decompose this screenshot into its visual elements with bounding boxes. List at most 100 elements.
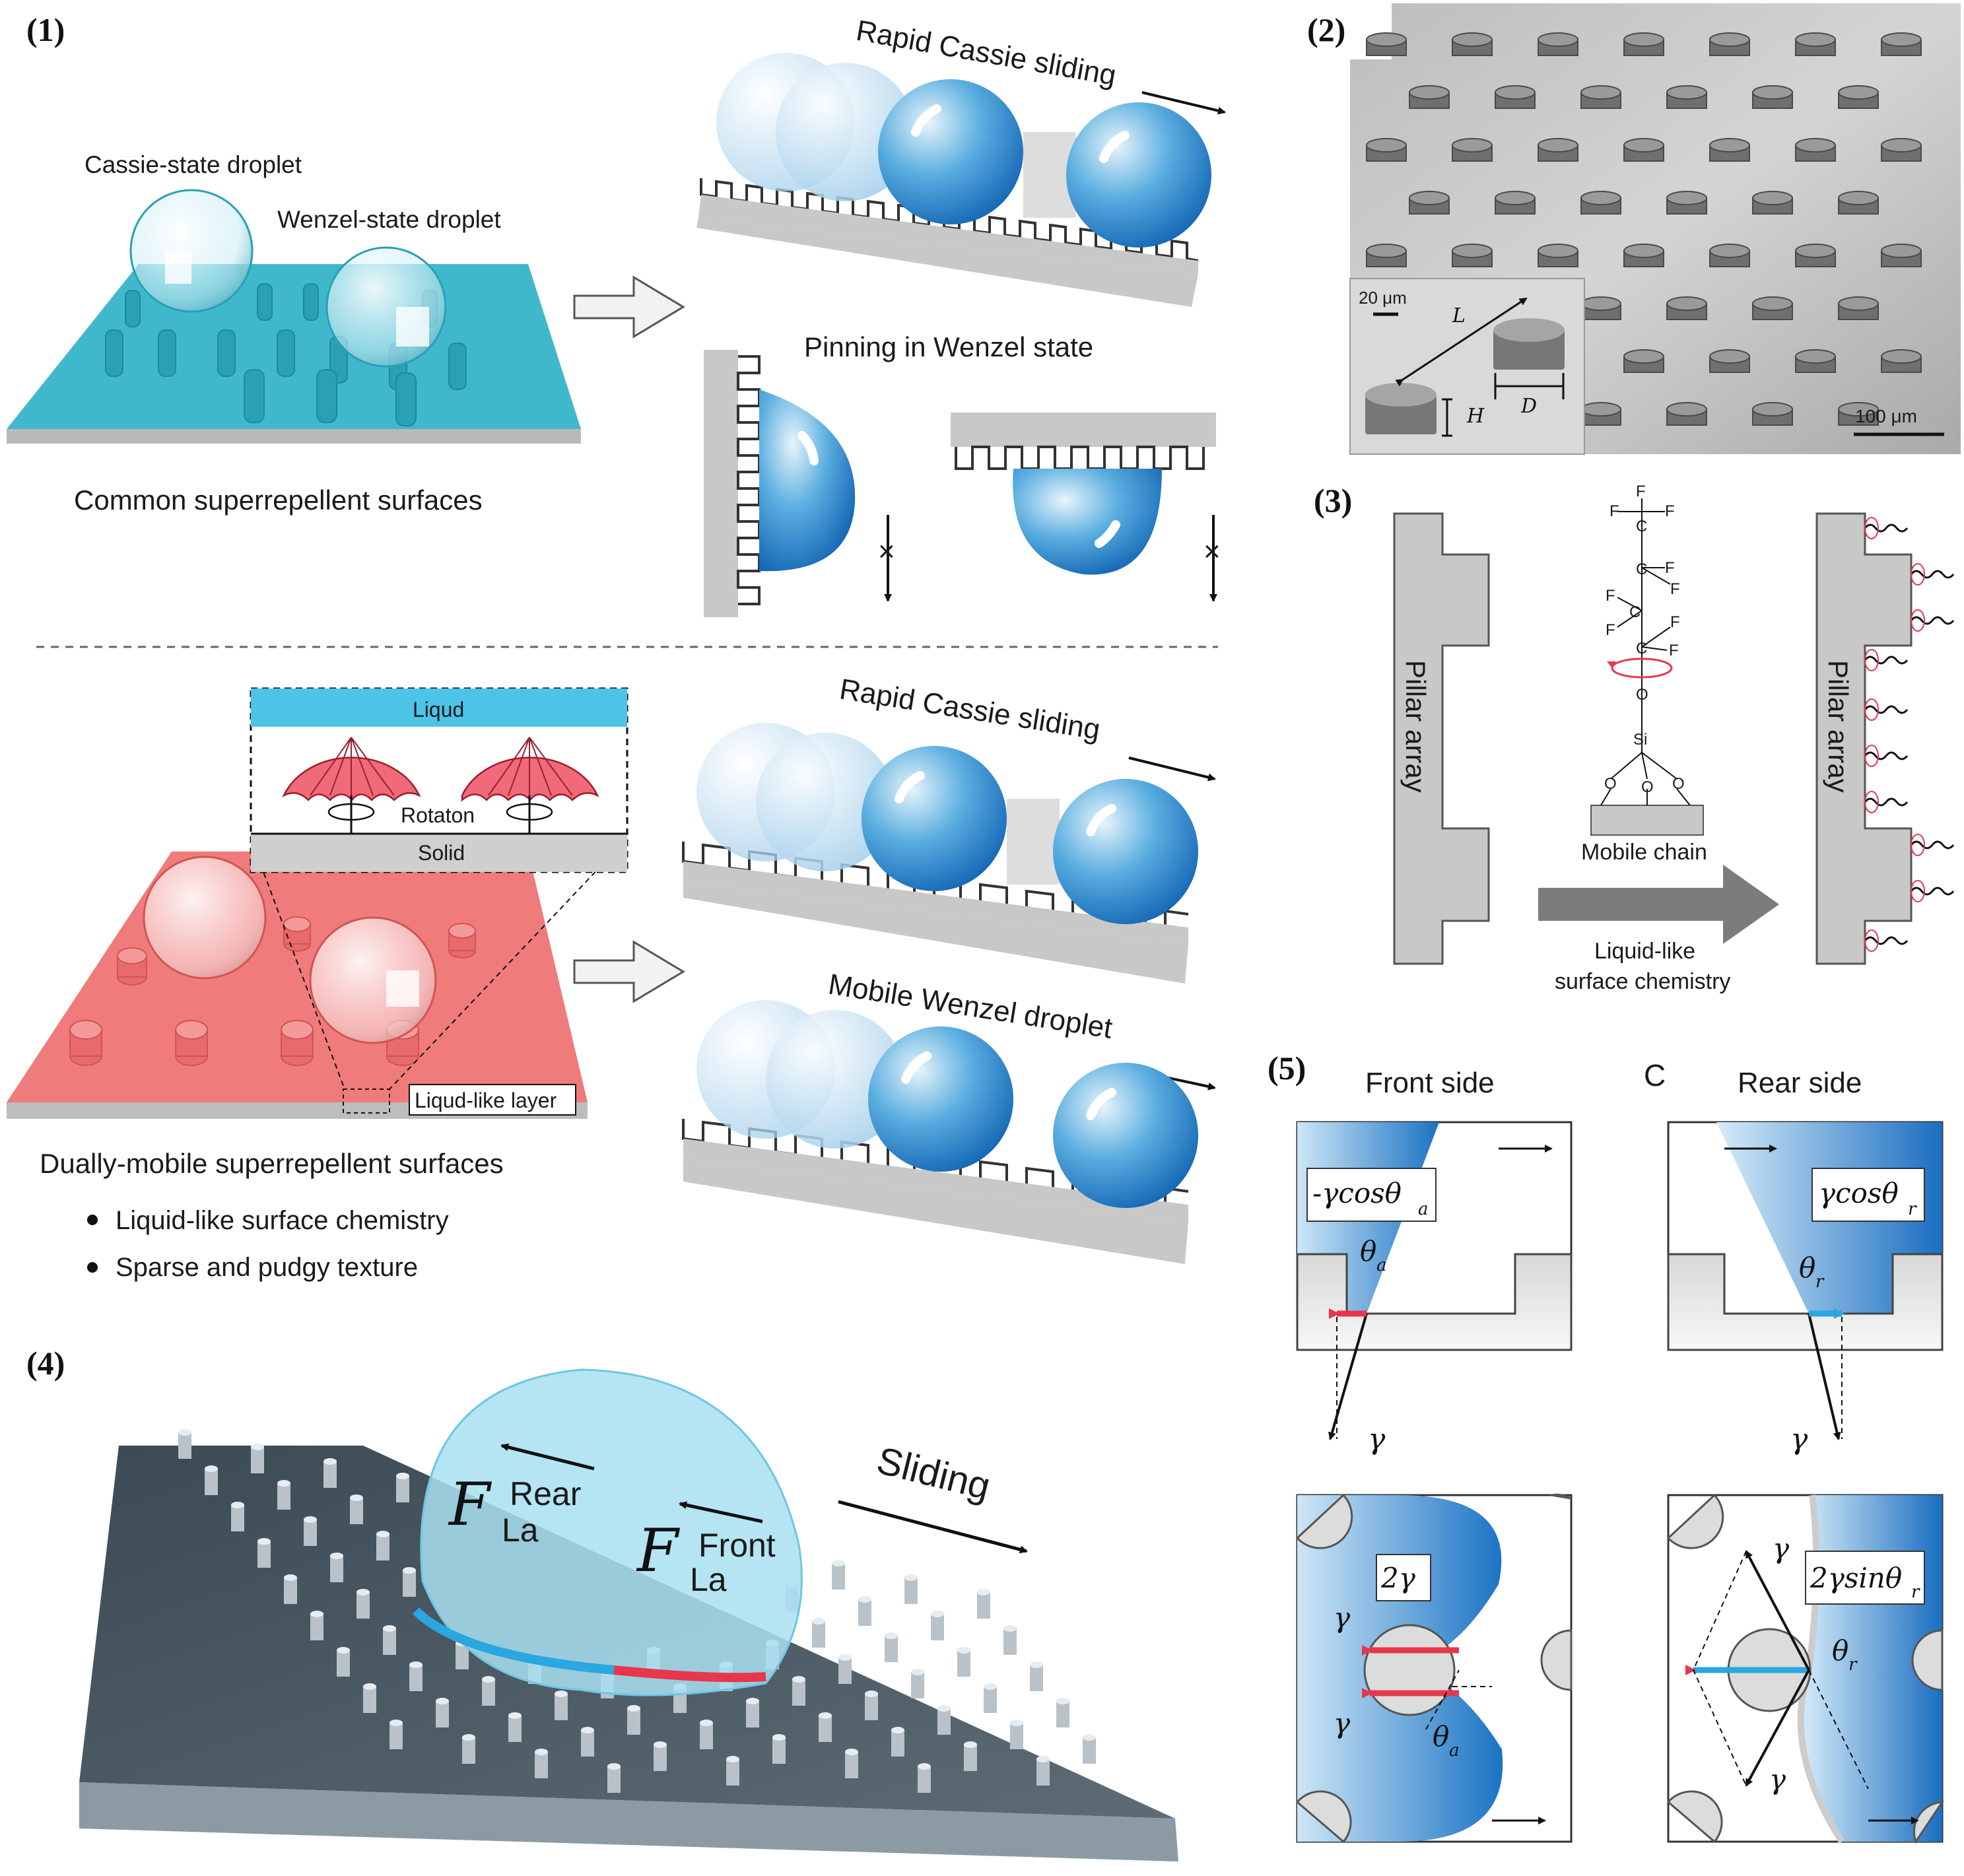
sem-pillar bbox=[1752, 402, 1793, 426]
surface-pillar bbox=[627, 1705, 640, 1735]
sem-pillar bbox=[1623, 349, 1664, 373]
front-side-cell-bottom bbox=[1295, 1493, 1573, 1844]
surface-pillar bbox=[1030, 1661, 1043, 1691]
sliding-substrate-bottom bbox=[682, 1000, 1198, 1264]
rear-force-sub: La bbox=[502, 1512, 539, 1549]
theta-a-bottom: θ bbox=[1433, 1720, 1449, 1753]
surface-pillar bbox=[845, 1749, 858, 1778]
molecule-structure bbox=[1590, 498, 1704, 836]
surface-pillar bbox=[403, 1567, 416, 1597]
surface-pillar bbox=[383, 1625, 396, 1655]
surface-pillar bbox=[535, 1749, 548, 1778]
sem-pillar bbox=[1580, 191, 1621, 215]
pillar-array-right bbox=[1815, 512, 1955, 965]
rotation-ring bbox=[1864, 517, 1879, 539]
sem-pillar bbox=[1409, 85, 1450, 109]
atom-C-1: C bbox=[1636, 518, 1647, 535]
gamma-lower: γ bbox=[1334, 1707, 1351, 1739]
sem-pillar bbox=[1795, 138, 1836, 162]
sem-pillar bbox=[1409, 191, 1450, 215]
rotation-ring bbox=[1864, 745, 1879, 767]
surface-pillar bbox=[508, 1712, 522, 1742]
sem-pillar bbox=[1580, 402, 1621, 426]
atom-F-2: F bbox=[1609, 502, 1619, 520]
rear-side-title: Rear side bbox=[1738, 1067, 1862, 1099]
pinned-x-mark-left: × bbox=[878, 535, 895, 568]
inset-solid-label: Solid bbox=[418, 841, 465, 865]
dim-L-label: L bbox=[1452, 304, 1466, 327]
transition-arrow-top bbox=[573, 275, 685, 339]
sem-pillar bbox=[1623, 32, 1664, 56]
dual-surface-caption: Dually-mobile superrepellent surfaces bbox=[40, 1148, 504, 1179]
sem-pillar bbox=[1452, 244, 1493, 267]
sem-pillar bbox=[1881, 138, 1922, 162]
theta-a-bottom-sub: a bbox=[1449, 1741, 1460, 1760]
panel-2-label: (2) bbox=[1307, 11, 1345, 48]
sem-pillar bbox=[1366, 32, 1407, 56]
sem-pillar bbox=[1795, 244, 1836, 267]
surface-pillar bbox=[858, 1596, 871, 1626]
surface-pillar bbox=[376, 1531, 389, 1560]
mobile-chain bbox=[1864, 936, 1909, 945]
mobile-chain-label: Mobile chain bbox=[1581, 840, 1707, 865]
surface-pillar bbox=[1083, 1734, 1096, 1764]
atom-O-3: O bbox=[1641, 778, 1654, 796]
surface-pillar bbox=[409, 1661, 423, 1691]
rotation-ring bbox=[1911, 880, 1925, 902]
bullet-dot-1 bbox=[87, 1215, 98, 1225]
surface-pillar bbox=[832, 1560, 845, 1590]
liquid-like-label-2: surface chemistry bbox=[1555, 969, 1730, 994]
surface-pillar bbox=[1003, 1625, 1017, 1655]
common-surface-caption: Common superrepellent surfaces bbox=[74, 485, 483, 516]
gamma-front-top: γ bbox=[1368, 1423, 1386, 1456]
mobile-chain bbox=[1910, 616, 1955, 625]
mobile-chain bbox=[1910, 887, 1955, 896]
atom-O-2: O bbox=[1604, 775, 1617, 793]
rear-force-sup: Rear bbox=[510, 1475, 581, 1512]
dim-D-label: D bbox=[1520, 395, 1537, 418]
surface-pillar bbox=[356, 1589, 370, 1619]
liquid-like-layer-label: Liqud-like layer bbox=[415, 1089, 557, 1112]
surface-pillar bbox=[819, 1712, 832, 1742]
atom-C-2: C bbox=[1636, 560, 1647, 578]
rotation-inset bbox=[250, 687, 628, 873]
theta-a-top: θ bbox=[1360, 1235, 1376, 1267]
rotation-ring bbox=[1911, 563, 1925, 586]
bullet-1: Liquid-like surface chemistry bbox=[116, 1206, 449, 1235]
surface-pillar bbox=[838, 1654, 852, 1684]
two-gamma-sin-sub: r bbox=[1911, 1582, 1920, 1602]
panel-3-label: (3) bbox=[1314, 482, 1352, 519]
sem-pillar bbox=[1881, 244, 1922, 267]
dual-cassie-droplet bbox=[143, 855, 267, 980]
sem-pillar bbox=[1495, 85, 1536, 109]
surface-pillar bbox=[957, 1647, 970, 1677]
sem-pillar bbox=[1838, 296, 1879, 320]
atom-Si: Si bbox=[1633, 731, 1647, 749]
chemistry-arrow bbox=[1538, 865, 1779, 944]
sem-pillar bbox=[1838, 402, 1879, 426]
mobile-chain bbox=[1864, 655, 1909, 665]
sem-pillar bbox=[1580, 296, 1621, 320]
surface-pillar bbox=[772, 1734, 786, 1764]
sem-pillar bbox=[1709, 138, 1750, 162]
surface-pillar bbox=[726, 1756, 739, 1786]
scale-bar-small-label: 20 μm bbox=[1359, 288, 1407, 308]
common-surface-illustration bbox=[7, 189, 581, 444]
dim-H-label: H bbox=[1466, 405, 1485, 428]
surface-pillar bbox=[700, 1720, 713, 1749]
sem-pillar bbox=[1538, 138, 1578, 162]
surface-pillar bbox=[205, 1465, 218, 1495]
surface-pillar bbox=[746, 1698, 759, 1727]
surface-pillar bbox=[1036, 1756, 1050, 1786]
front-force-sub: La bbox=[690, 1561, 727, 1598]
pillar-array-left bbox=[1393, 512, 1490, 965]
panel-1-label: (1) bbox=[26, 11, 65, 48]
sem-pillar bbox=[1666, 85, 1707, 109]
surface-pillar bbox=[389, 1720, 403, 1749]
front-side-cell bbox=[1296, 1121, 1573, 1440]
atom-F-6: F bbox=[1606, 587, 1615, 605]
sliding-droplet-illustration bbox=[79, 1368, 1178, 1861]
sem-pillar bbox=[1881, 32, 1922, 56]
surface-pillar bbox=[581, 1727, 594, 1757]
